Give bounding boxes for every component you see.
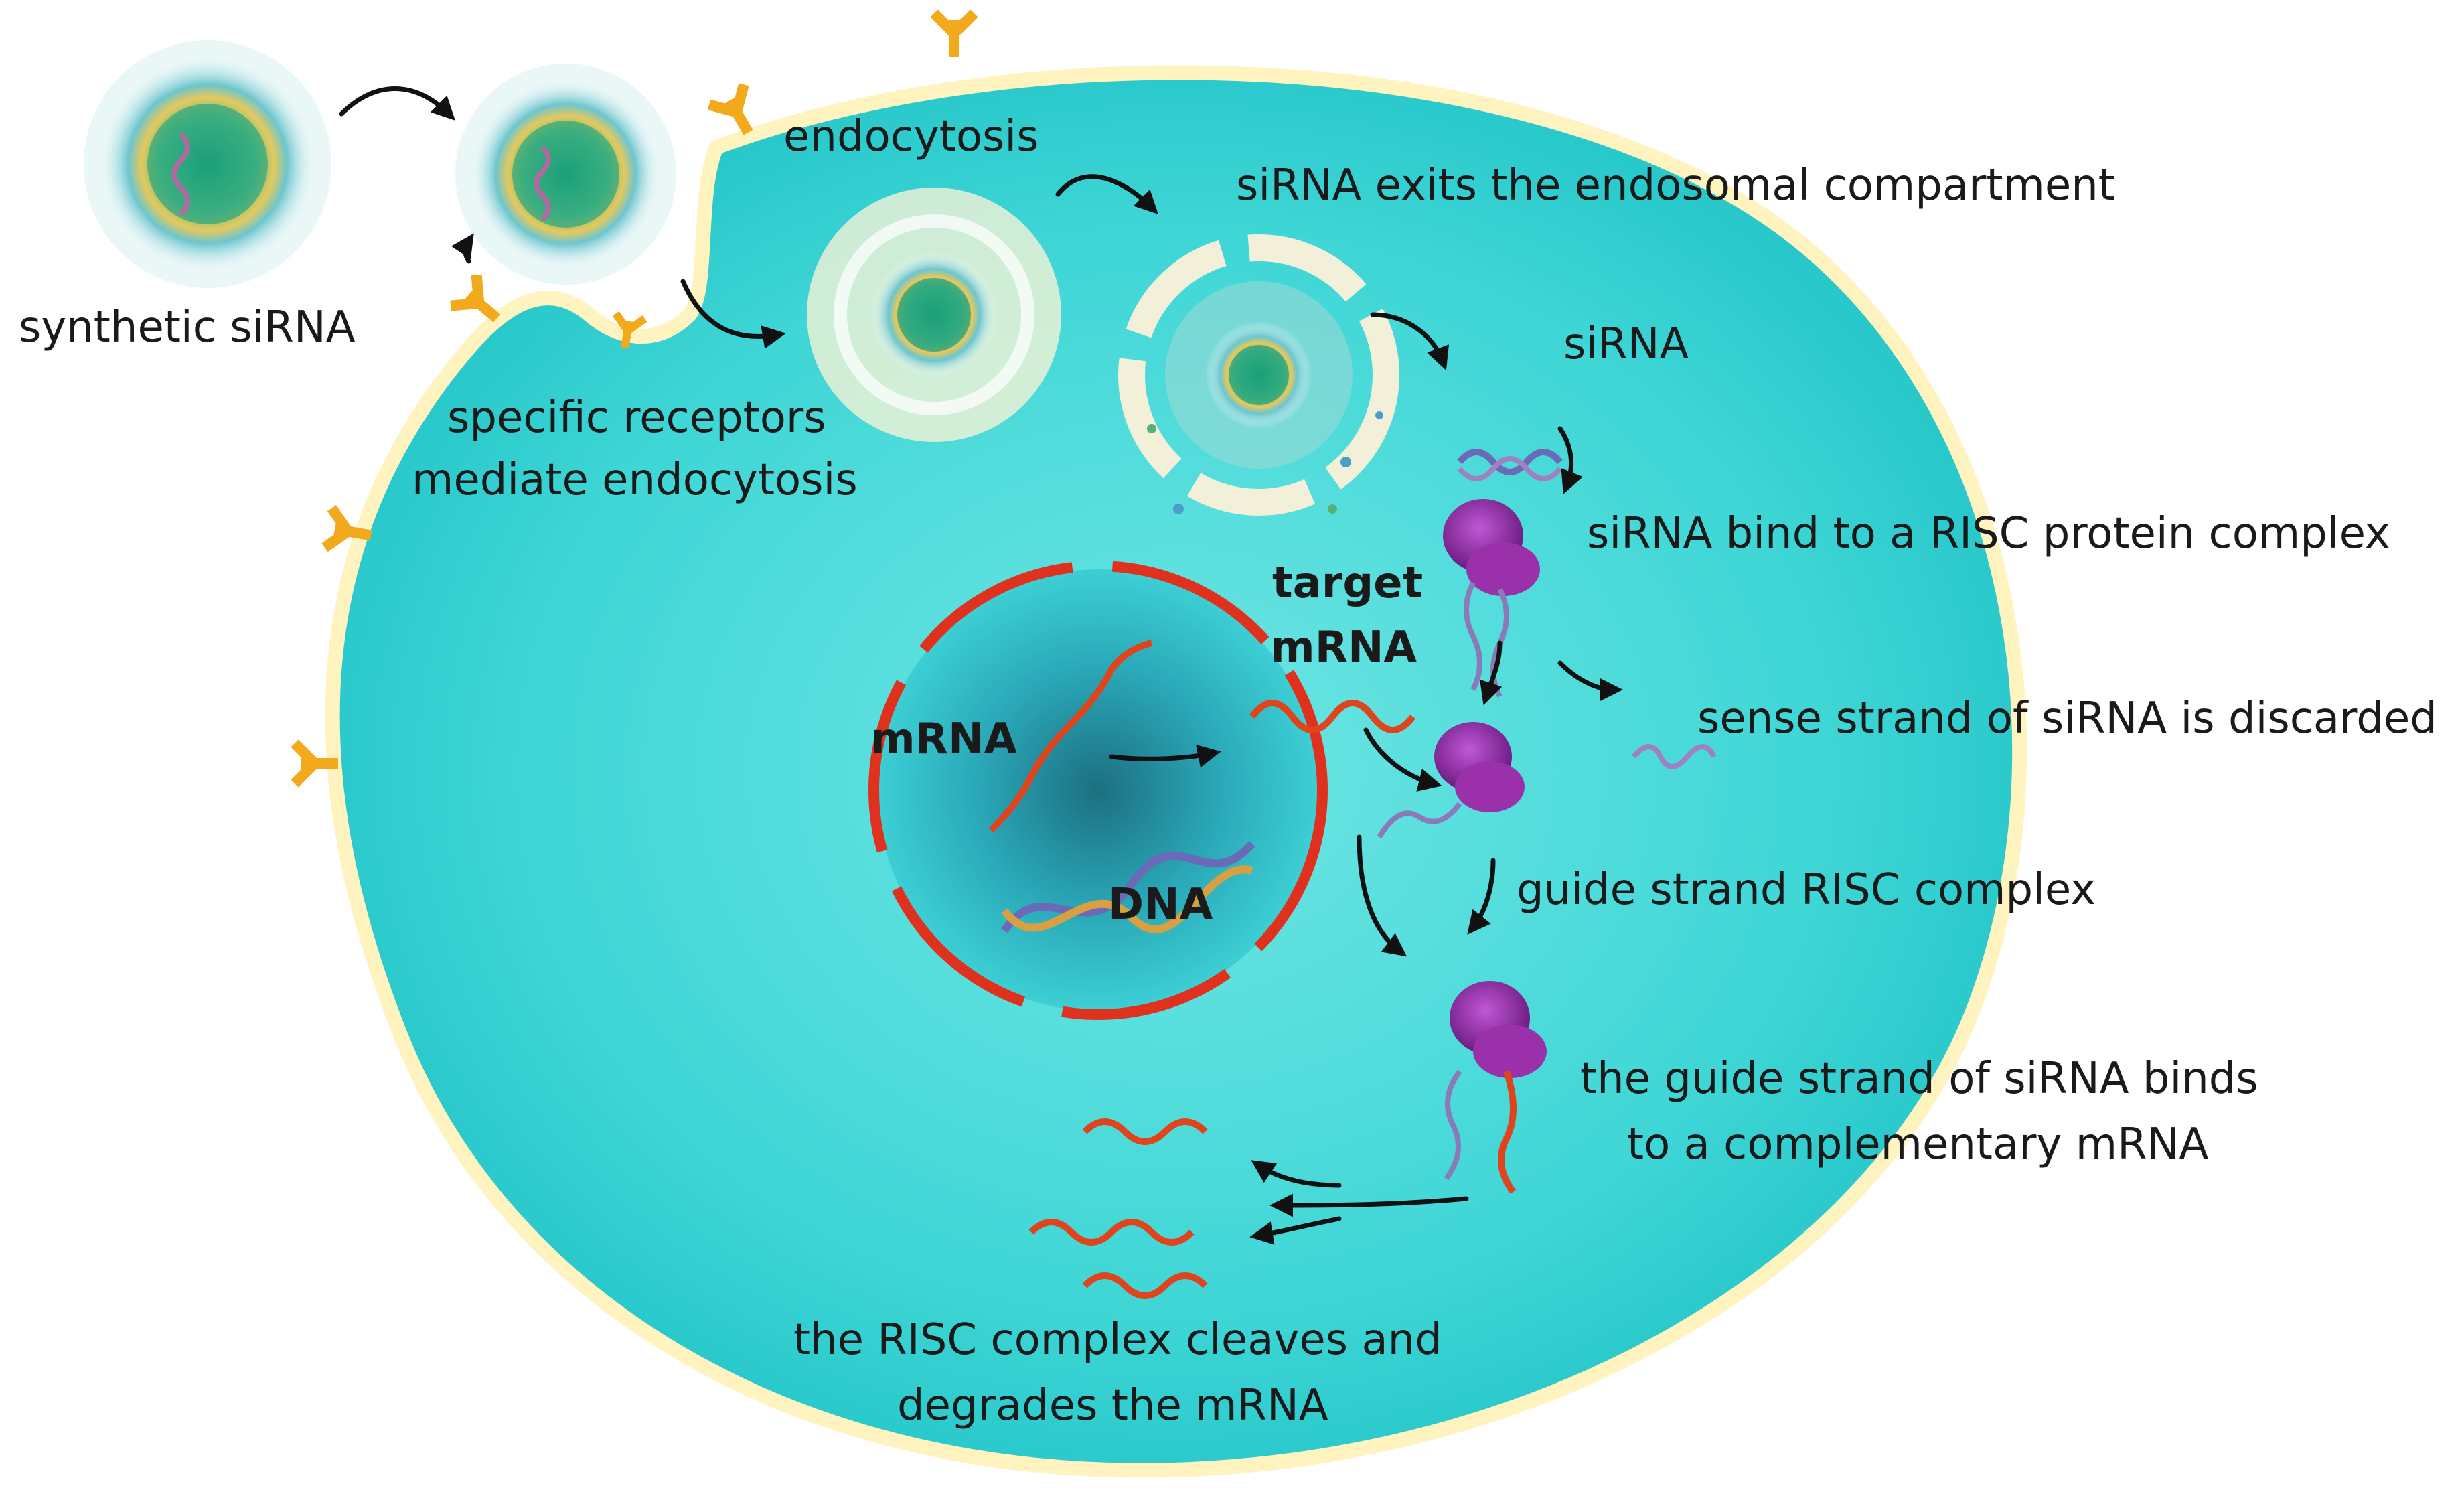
process-arrows <box>339 86 1623 1245</box>
label-mediate-endocytosis: mediate endocytosis <box>412 455 858 505</box>
risc-complex-icon <box>1377 722 1525 839</box>
arrow <box>1363 727 1442 792</box>
risc-complex-icon <box>1444 981 1547 1194</box>
arrow <box>680 279 786 349</box>
arrow <box>1055 174 1158 214</box>
label-sirna-exits: siRNA exits the endosomal compartment <box>1236 161 2115 210</box>
endosome <box>807 188 1061 442</box>
dna-helix-icon <box>1001 841 1255 933</box>
arrow <box>1109 744 1221 768</box>
ruptured-endosome <box>1118 234 1399 516</box>
sirna-duplex-icon <box>1457 449 1563 481</box>
label-risc-bind: siRNA bind to a RISC protein complex <box>1587 509 2390 558</box>
receptor-icon <box>450 274 501 323</box>
receptor-icon <box>707 83 753 135</box>
label-guide-strand-risc: guide strand RISC complex <box>1517 865 2096 915</box>
arrow <box>1370 312 1449 371</box>
label-sense-discarded: sense strand of siRNA is discarded <box>1697 694 2437 743</box>
arrow <box>1557 426 1584 495</box>
arrow <box>339 86 455 121</box>
arrow <box>1251 1160 1342 1188</box>
label-target-mrna-line1: target <box>1272 558 1423 608</box>
receptor-icon <box>291 739 338 788</box>
cleaved-mrna-icon <box>1082 1118 1208 1145</box>
mrna-strands <box>988 640 1415 1299</box>
label-target-mrna-line2: mRNA <box>1270 623 1417 672</box>
cleaved-mrna-icon <box>1028 1219 1195 1246</box>
receptor-icon <box>930 9 978 57</box>
receptor-icon <box>321 505 372 552</box>
label-sirna: siRNA <box>1563 319 1689 369</box>
arrow <box>451 233 474 264</box>
nanoparticle-near-membrane <box>455 64 676 285</box>
arrow <box>1467 858 1496 935</box>
nuclear-mrna-icon <box>988 640 1153 833</box>
arrow <box>1480 640 1503 706</box>
cytoplasmic-mrna-icon <box>1249 700 1415 733</box>
discarded-sense-strand-icon <box>1631 744 1717 769</box>
cleaved-mrna-icon <box>1082 1272 1208 1299</box>
label-guide-binds-line1: the guide strand of siRNA binds <box>1580 1054 2258 1104</box>
label-cleaves-line2: degrades the mRNA <box>897 1381 1328 1430</box>
label-nuclear-mrna: mRNA <box>870 715 1018 764</box>
arrow <box>1557 660 1623 702</box>
arrow <box>1249 1216 1342 1245</box>
nucleus <box>868 561 1328 1020</box>
label-dna: DNA <box>1108 880 1213 929</box>
label-guide-binds-line2: to a complementary mRNA <box>1627 1120 2208 1169</box>
arrow <box>1269 1193 1469 1217</box>
label-endocytosis: endocytosis <box>783 112 1039 161</box>
label-cleaves-line1: the RISC complex cleaves and <box>793 1315 1442 1365</box>
label-synthetic-sirna: synthetic siRNA <box>19 303 356 352</box>
label-specific-receptors: specific receptors <box>447 393 826 443</box>
receptors <box>291 9 978 788</box>
receptor-icon <box>612 311 647 349</box>
synthetic-sirna-nanoparticle <box>84 40 331 288</box>
risc-complex-icon <box>1443 499 1540 698</box>
arrow <box>1357 834 1407 957</box>
